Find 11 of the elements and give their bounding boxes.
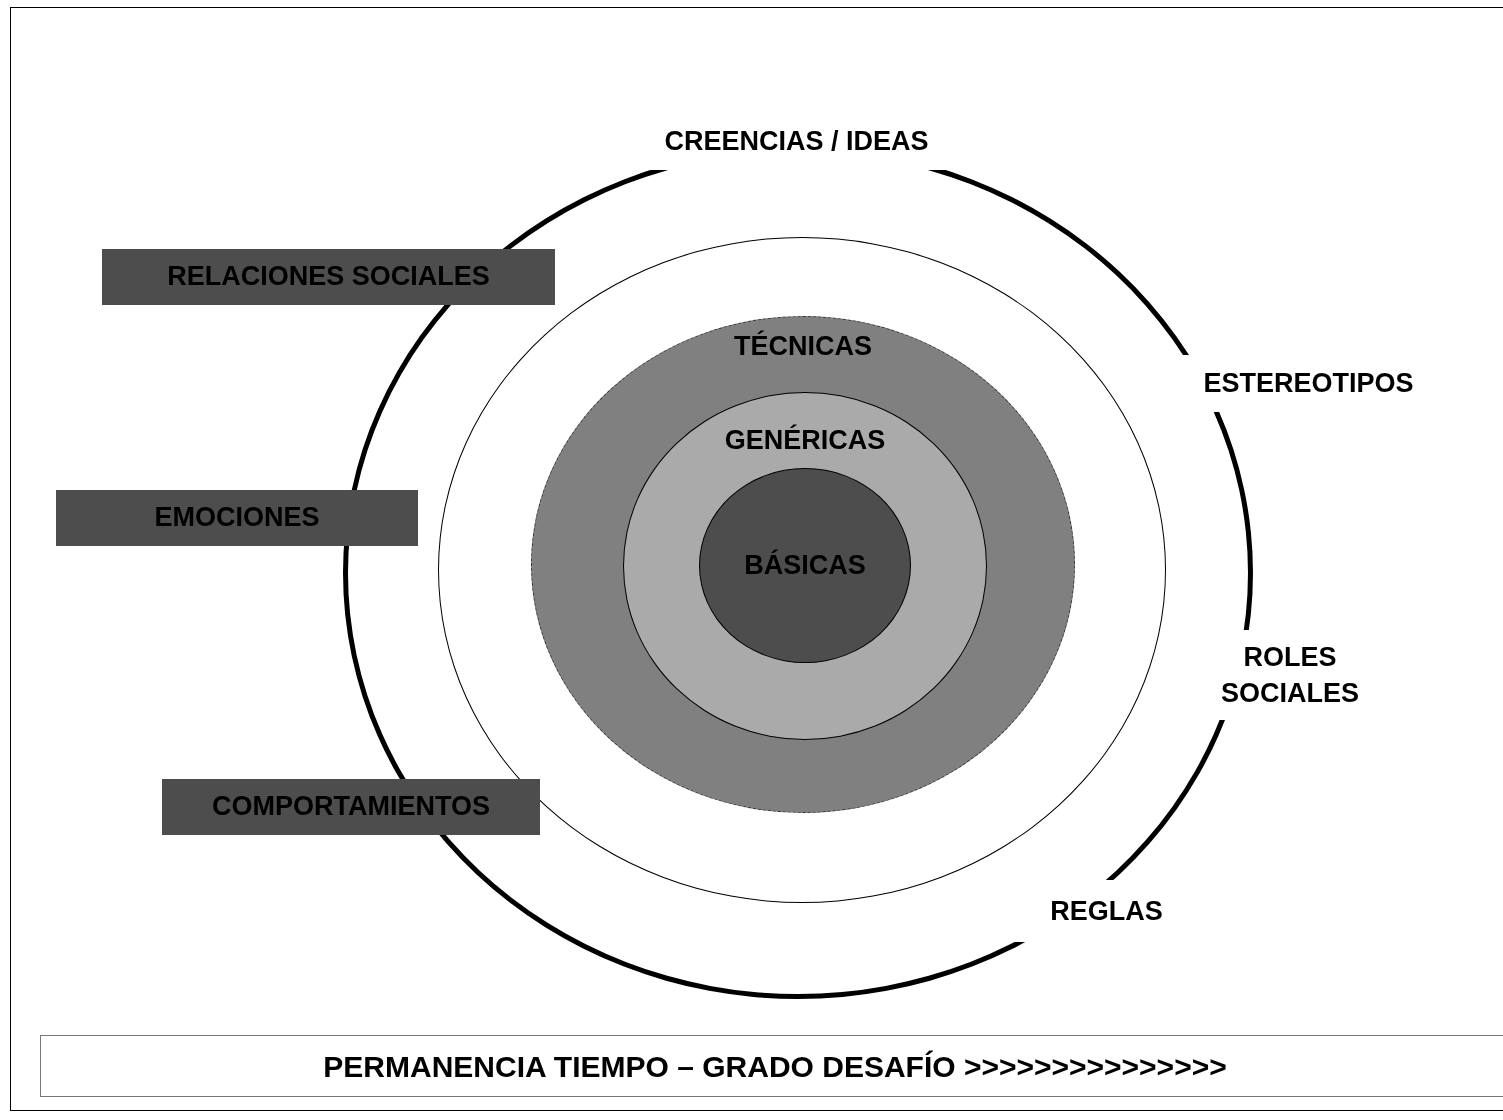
label-box xyxy=(162,779,540,835)
banner-box xyxy=(40,1035,1503,1097)
zone-label: RELACIONES SOCIALES xyxy=(167,260,490,294)
label-box xyxy=(102,249,555,305)
zone-label: GENÉRICAS xyxy=(724,423,886,457)
zone-label: EMOCIONES xyxy=(154,501,320,535)
zone-label: COMPORTAMIENTOS xyxy=(212,790,490,824)
zone-label: TÉCNICAS xyxy=(734,329,872,363)
zone-label: BÁSICAS xyxy=(744,548,866,582)
label-box xyxy=(56,490,418,546)
banner-text: PERMANENCIA TIEMPO – GRADO DESAFÍO >>>>>>>>>>>>>>> xyxy=(323,1048,1227,1085)
